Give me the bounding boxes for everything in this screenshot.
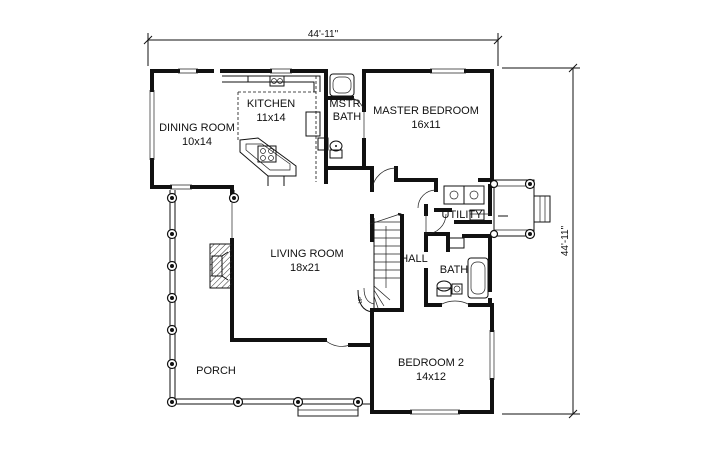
- room-label-mstr-bath: MSTR BATH: [329, 98, 361, 123]
- porch-label: PORCH: [196, 365, 236, 377]
- room-label-bedroom2: BEDROOM 2 14x12: [398, 357, 464, 383]
- mstr-bath-name-line2: BATH: [333, 111, 362, 123]
- room-label-living: LIVING ROOM 18x21: [270, 248, 343, 274]
- living-room-size: 18x21: [290, 262, 320, 274]
- dining-room-name: DINING ROOM: [159, 122, 235, 134]
- utility-label: UTILITY: [442, 209, 484, 221]
- master-bedroom-size: 16x11: [411, 119, 440, 131]
- right-dimension-line: [502, 63, 580, 419]
- door-swings: [231, 97, 490, 347]
- top-dimension-label: 44'-11": [308, 29, 339, 40]
- staircase: [357, 212, 402, 313]
- mstr-bath-name-line1: MSTR: [329, 98, 360, 110]
- stair-up-label: UP: [358, 296, 364, 304]
- room-label-master-bedroom: MASTER BEDROOM 16x11: [373, 105, 479, 131]
- porch-posts: [166, 192, 364, 408]
- porch-structure: [169, 190, 370, 417]
- mstr-bath-fixtures: [329, 73, 355, 159]
- kitchen-name: KITCHEN: [247, 98, 295, 110]
- top-dimension-line: [143, 33, 503, 66]
- room-label-kitchen: KITCHEN 11x14: [247, 98, 295, 124]
- right-dimension-label: 44'-11": [560, 225, 571, 256]
- hall-label: HALL: [400, 253, 428, 265]
- room-label-dining: DINING ROOM 10x14: [159, 122, 235, 148]
- bedroom2-size: 14x12: [416, 371, 446, 383]
- utility-fixtures: [443, 185, 485, 221]
- master-bedroom-name: MASTER BEDROOM: [373, 105, 479, 117]
- bath-fixtures: [436, 237, 489, 299]
- fireplace: [209, 243, 233, 289]
- kitchen-size: 11x14: [256, 112, 285, 124]
- side-entry-porch: [493, 179, 551, 237]
- windows: [149, 68, 495, 415]
- kitchen-counters: [222, 75, 329, 186]
- exterior-walls: [150, 69, 494, 414]
- living-room-name: LIVING ROOM: [270, 248, 343, 260]
- bath-label: BATH: [440, 264, 469, 276]
- side-porch-posts: [489, 178, 536, 240]
- bedroom2-name: BEDROOM 2: [398, 357, 464, 369]
- dining-room-size: 10x14: [182, 136, 212, 148]
